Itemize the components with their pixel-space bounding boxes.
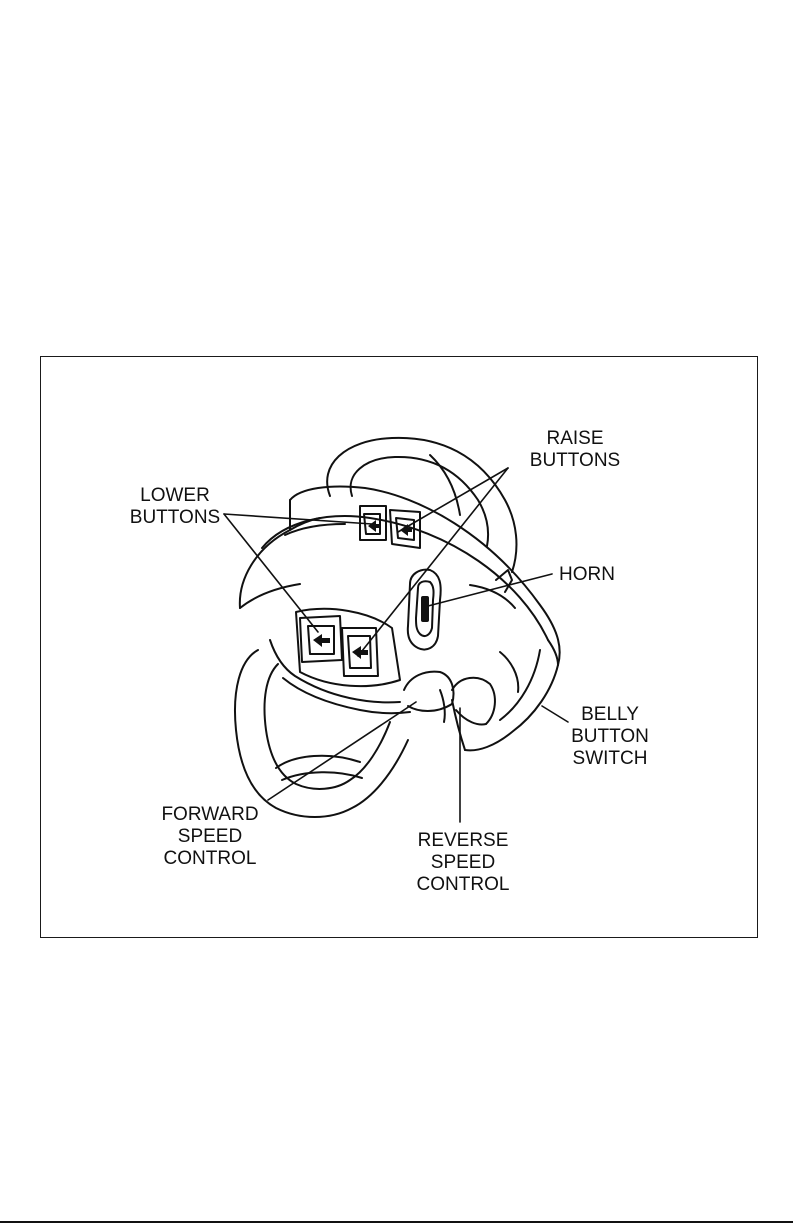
belly-button-switch-callout: BELLY BUTTON SWITCH	[560, 704, 660, 770]
lower-buttons-callout: LOWER BUTTONS	[120, 485, 230, 529]
raise-arrow-icon	[352, 646, 368, 659]
leader-lower-bottom	[224, 514, 318, 632]
lower-button-pod	[296, 609, 400, 686]
lower-arrow-icon	[368, 520, 380, 532]
footer-rule	[0, 1221, 793, 1223]
lower-arrow-icon	[313, 634, 330, 647]
control-head-body	[240, 487, 560, 751]
speed-control-wheels	[404, 672, 495, 725]
horn-callout: HORN	[552, 564, 622, 586]
raise-buttons-callout: RAISE BUTTONS	[515, 428, 635, 472]
forward-speed-control-callout: FORWARD SPEED CONTROL	[145, 804, 275, 870]
reverse-speed-control-callout: REVERSE SPEED CONTROL	[398, 830, 528, 896]
leader-horn	[428, 574, 552, 606]
lower-handle-loop	[235, 650, 408, 817]
horn-icon	[421, 596, 429, 622]
